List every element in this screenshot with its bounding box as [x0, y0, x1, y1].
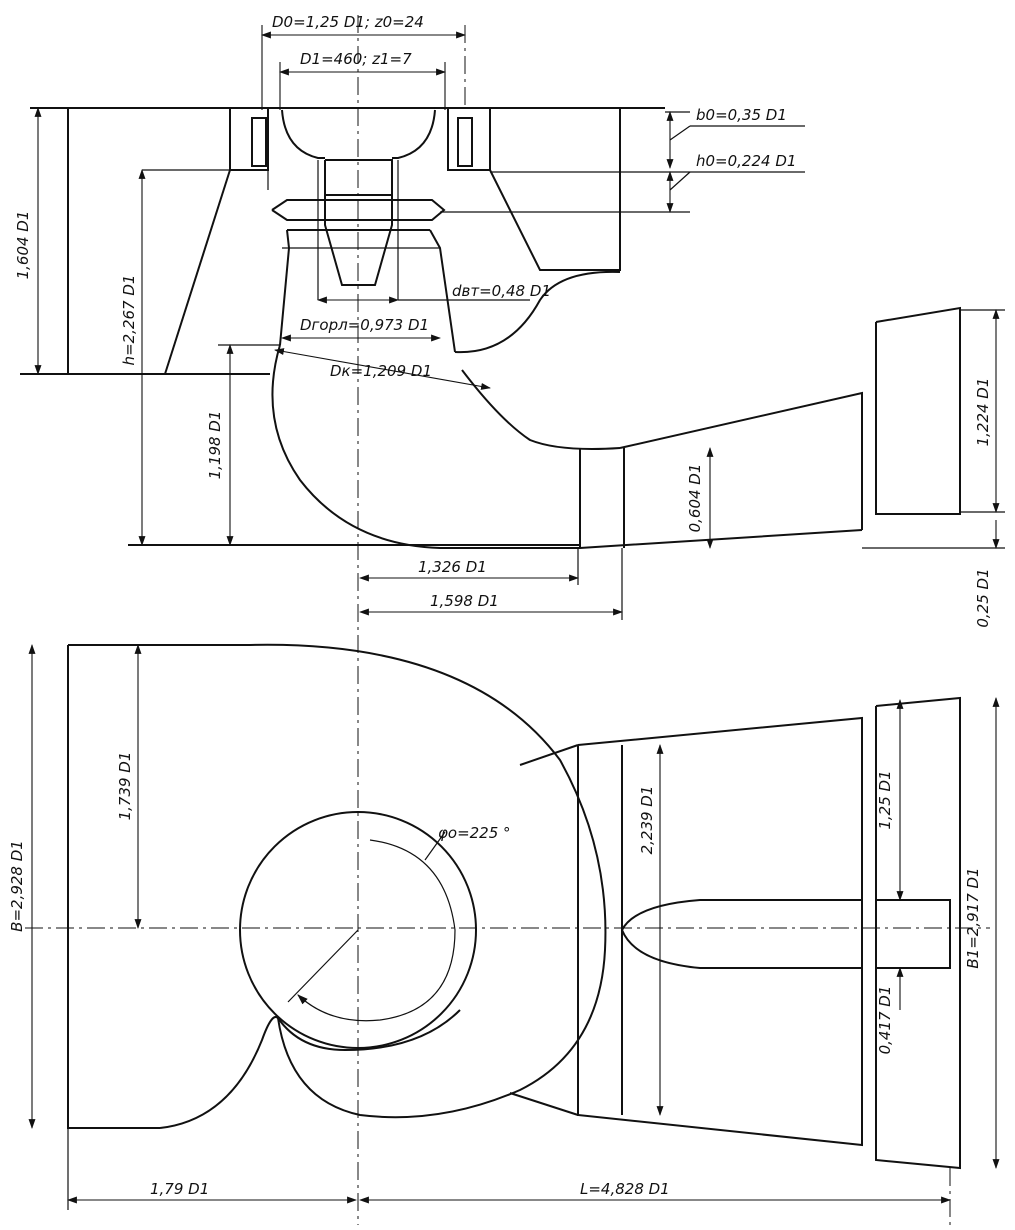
label-h1604: 1,604 D1: [14, 211, 32, 280]
stay-ring-circle: [239, 811, 477, 1049]
draft-cone-left: [279, 229, 291, 346]
plan-view: [25, 643, 990, 1170]
h0-leader: [669, 171, 691, 191]
label-h0417: 0,417 D1: [876, 986, 894, 1055]
label-w179: 1,79 D1: [150, 1180, 209, 1198]
outlet-plan-pier: [876, 899, 951, 969]
label-h025: 0,25 D1: [974, 568, 992, 627]
spiral-angle-arc: [297, 839, 456, 1022]
elbow-inner2: [461, 369, 621, 450]
label-h0: h0=0,224 D1: [696, 152, 796, 170]
label-h2267: h=2,267 D1: [120, 275, 138, 366]
spiral-nose: [159, 1016, 279, 1129]
draft-plan-outline: [577, 716, 863, 1147]
label-d1: D1=460; z1=7: [300, 50, 412, 68]
spiral-case-outline: [249, 643, 607, 1119]
label-h1224: 1,224 D1: [974, 378, 992, 447]
draft-transition-bottom: [509, 1092, 579, 1116]
section-view: [20, 15, 961, 1225]
label-d0: D0=1,25 D1; z0=24: [272, 13, 424, 31]
right-stay-slope: [489, 108, 621, 271]
crown-left: [281, 109, 325, 159]
label-w1598: 1,598 D1: [430, 592, 499, 610]
label-b12917: B1=2,917 D1: [964, 867, 982, 968]
phi-leader: [424, 831, 446, 861]
spiral-case-left: [67, 645, 160, 1129]
dim-dk: [274, 348, 491, 390]
outlet-plan-block: [875, 696, 961, 1170]
outlet-block: [875, 306, 961, 515]
angle-ray: [287, 929, 359, 1003]
label-dgorl: Dгорл=0,973 D1: [300, 316, 429, 334]
label-phi0: φo=225 °: [438, 824, 511, 842]
label-b2928: B=2,928 D1: [8, 840, 26, 932]
draft-plan-pier: [620, 899, 862, 969]
runner-blade: [271, 199, 446, 221]
draft-transition-top: [519, 744, 579, 766]
label-h125: 1,25 D1: [876, 770, 894, 829]
label-h1198: 1,198 D1: [206, 411, 224, 480]
right-stay-ring: [447, 108, 491, 171]
b0-leader: [669, 125, 691, 141]
left-guide-vane: [251, 117, 267, 167]
label-dk: Dк=1,209 D1: [330, 362, 432, 380]
crown-right: [392, 109, 436, 159]
draft-outlet-top: [619, 391, 863, 530]
left-stay-slope: [164, 169, 231, 375]
label-dvt: dвт=0,48 D1: [452, 282, 551, 300]
hub-cone: [324, 195, 393, 286]
dimension-labels: D0=1,25 D1; z0=24 D1=460; z1=7 b0=0,35 D…: [8, 13, 992, 1198]
label-h1739: 1,739 D1: [116, 752, 134, 821]
left-stay-ring: [229, 108, 269, 171]
label-h2239: 2,239 D1: [638, 786, 656, 855]
label-b0: b0=0,35 D1: [696, 106, 787, 124]
label-h0604: 0,604 D1: [686, 464, 704, 533]
label-l4828: L=4,828 D1: [580, 1180, 670, 1198]
spiral-inner: [277, 1009, 461, 1052]
right-guide-vane: [457, 117, 473, 167]
dimension-lines: [28, 25, 1005, 1225]
label-w1326: 1,326 D1: [418, 558, 487, 576]
